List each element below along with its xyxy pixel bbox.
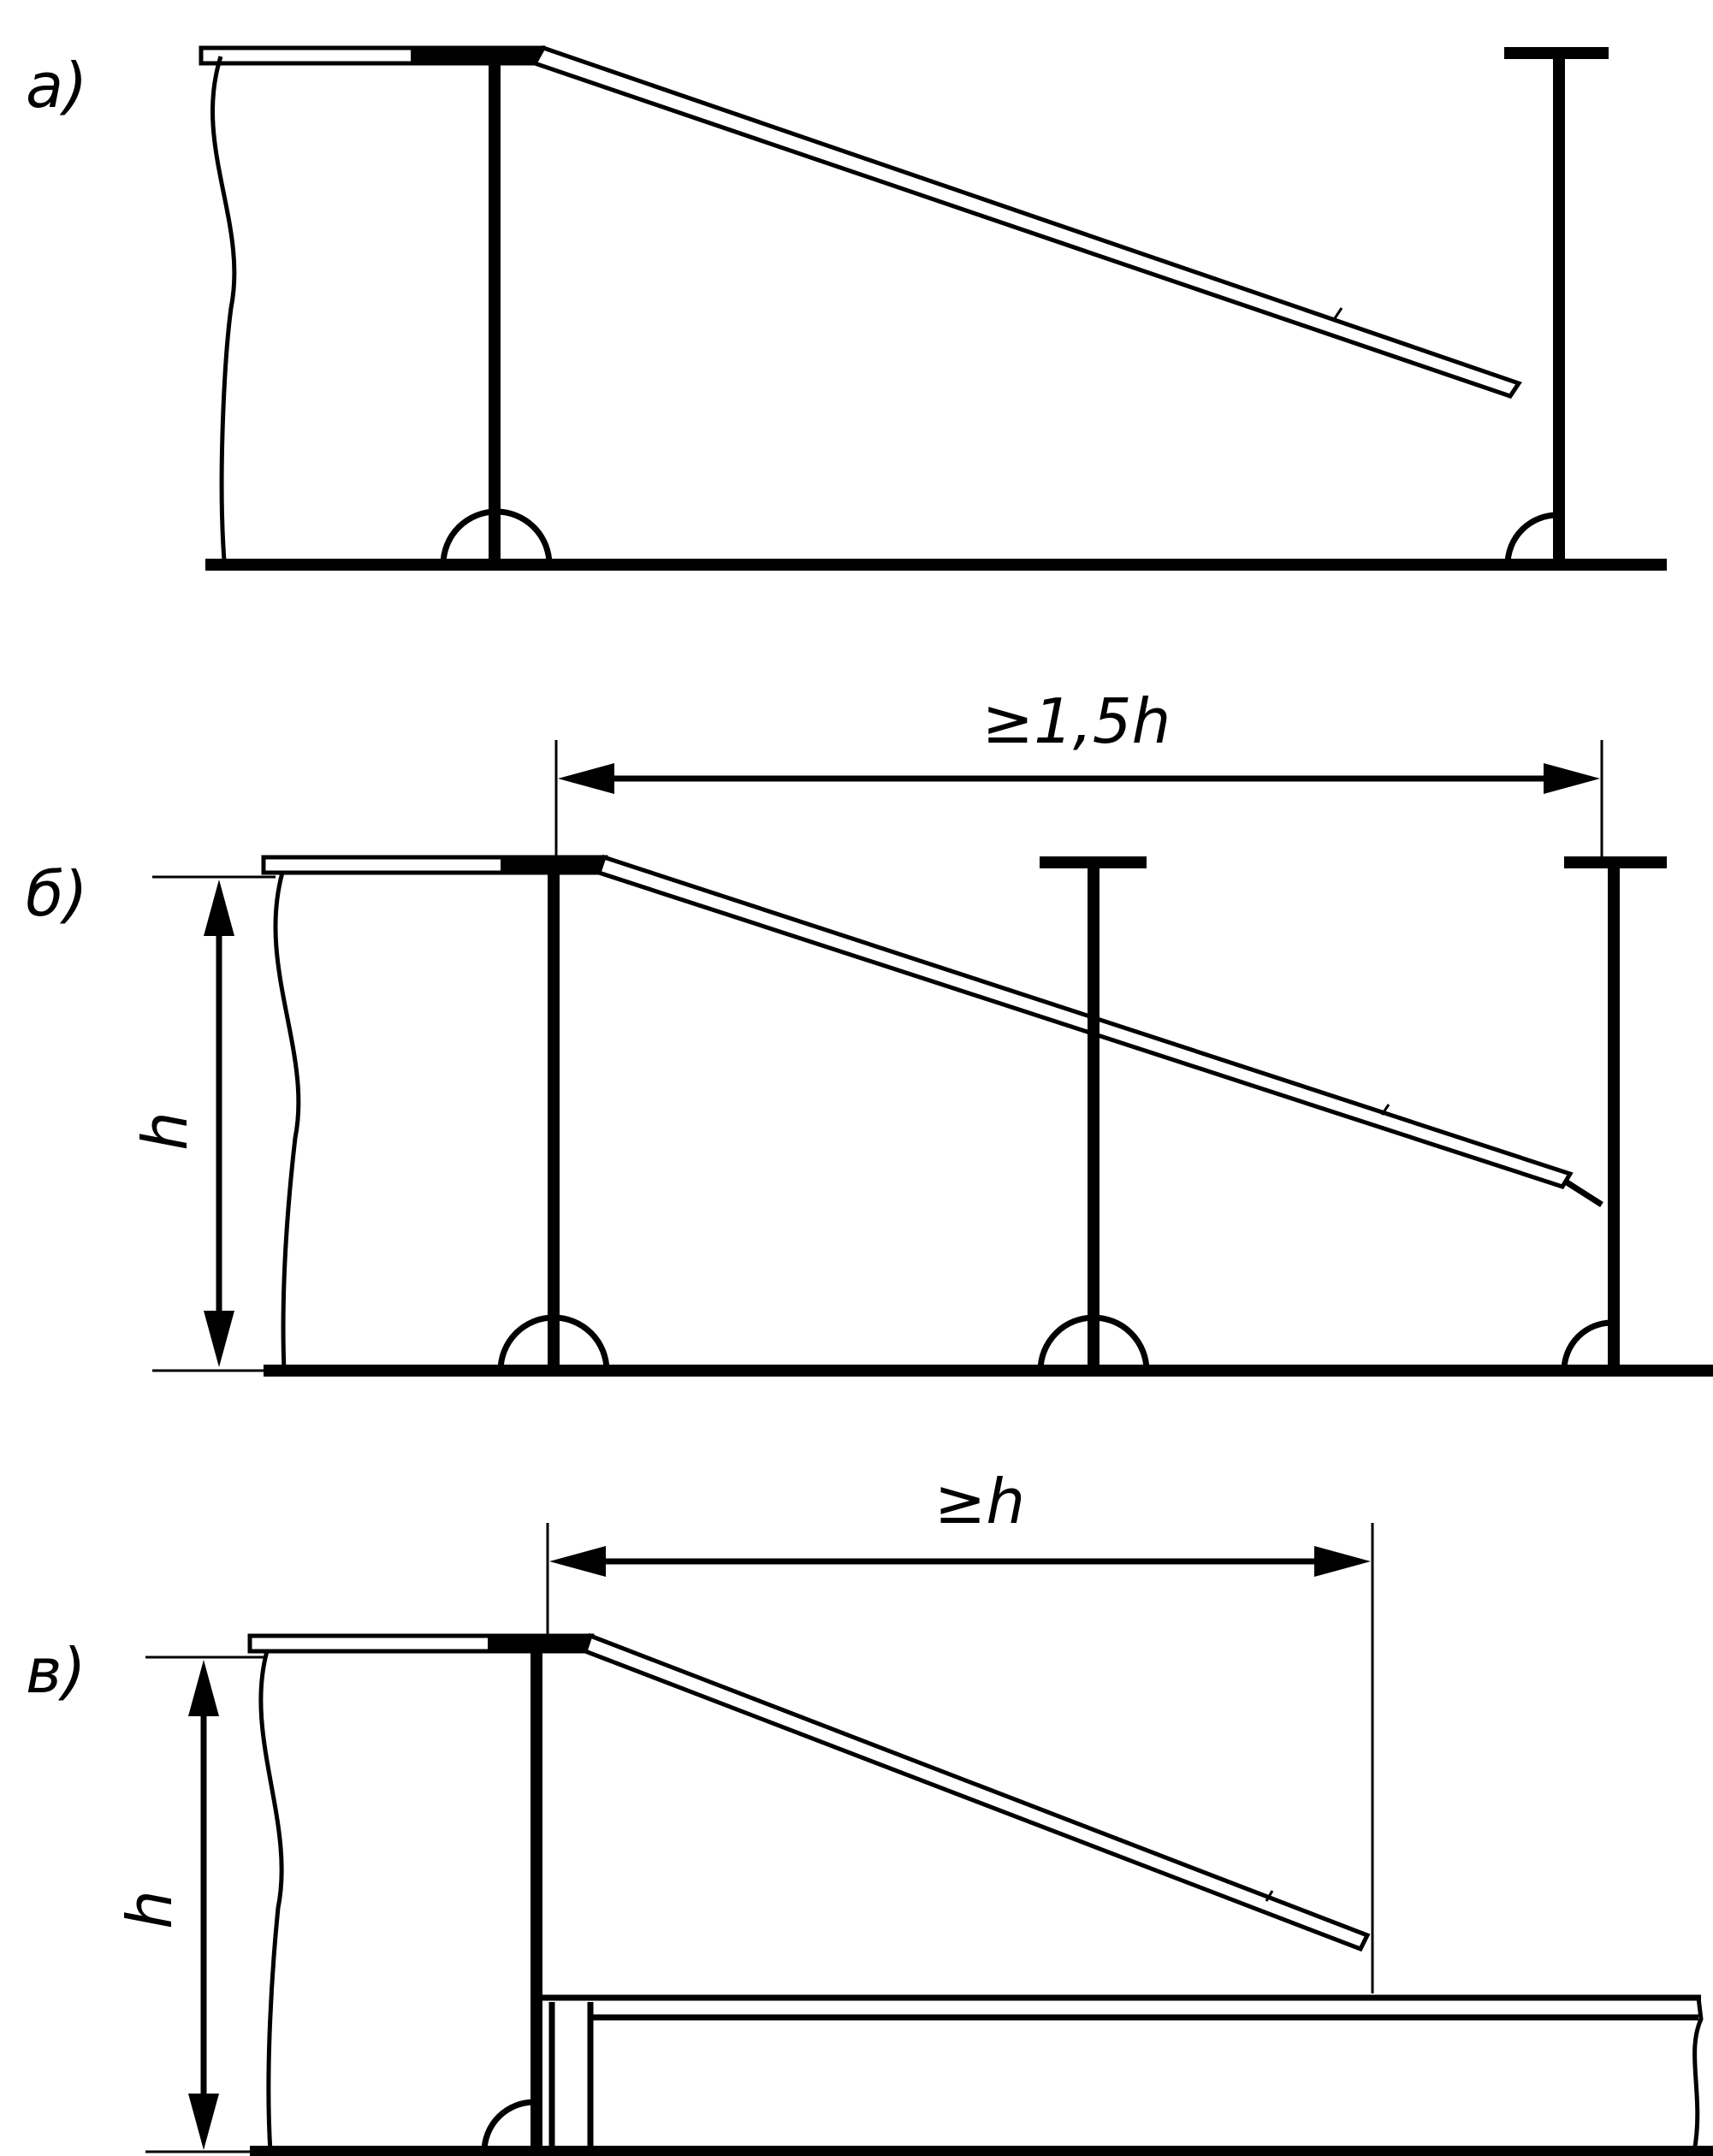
panel-b-wall-break [273, 872, 301, 1371]
panel-b-rail-splice [1380, 1104, 1390, 1116]
panel-c-span-arrow-left [549, 1546, 606, 1577]
panel-b-rail-end [1562, 1178, 1603, 1207]
panel-b-height-arrow-bottom [204, 1311, 234, 1367]
panel-b-post-1-base [497, 1314, 610, 1371]
panel-a: a) [26, 44, 1667, 571]
panel-b-span-label: ≥1,5h [982, 685, 1171, 757]
panel-b-height-label: h [129, 1111, 201, 1151]
panel-c-wall-break [258, 1650, 284, 2153]
panel-c-sloped-rail [582, 1632, 1371, 1952]
panel-c-height-label: h [114, 1890, 186, 1929]
panel-c-post-1-base [481, 2099, 535, 2153]
panel-b-span-arrow-left [558, 763, 614, 794]
panel-b: б) ≥1,5h h [26, 685, 1713, 1377]
panel-a-label: a) [26, 50, 87, 121]
panel-c-height-arrow-bottom [188, 2094, 219, 2150]
panel-c-lower-rail-break [1692, 1997, 1704, 2153]
panel-b-post-2-base [1037, 1314, 1150, 1371]
panel-a-post-1-base [440, 508, 553, 566]
panel-b-sloped-rail [596, 854, 1574, 1189]
panel-a-wall-break [210, 56, 237, 561]
panel-a-sloped-rail [531, 44, 1522, 399]
panel-c-rail-splice [1265, 1890, 1274, 1902]
panel-a-rail-splice [1333, 307, 1343, 319]
panel-c: в) ≥h h [26, 1466, 1713, 2156]
panel-c-span-arrow-right [1314, 1546, 1371, 1577]
panel-c-label: в) [26, 1635, 86, 1707]
panel-a-post-2-base [1504, 512, 1558, 566]
panel-c-height-arrow-top [188, 1660, 219, 1716]
panel-b-label: б) [26, 858, 88, 930]
panel-b-post-3-base [1561, 1319, 1613, 1371]
panel-b-height-arrow-top [204, 880, 234, 936]
panel-b-span-arrow-right [1544, 763, 1600, 794]
panel-c-span-label: ≥h [934, 1466, 1025, 1537]
